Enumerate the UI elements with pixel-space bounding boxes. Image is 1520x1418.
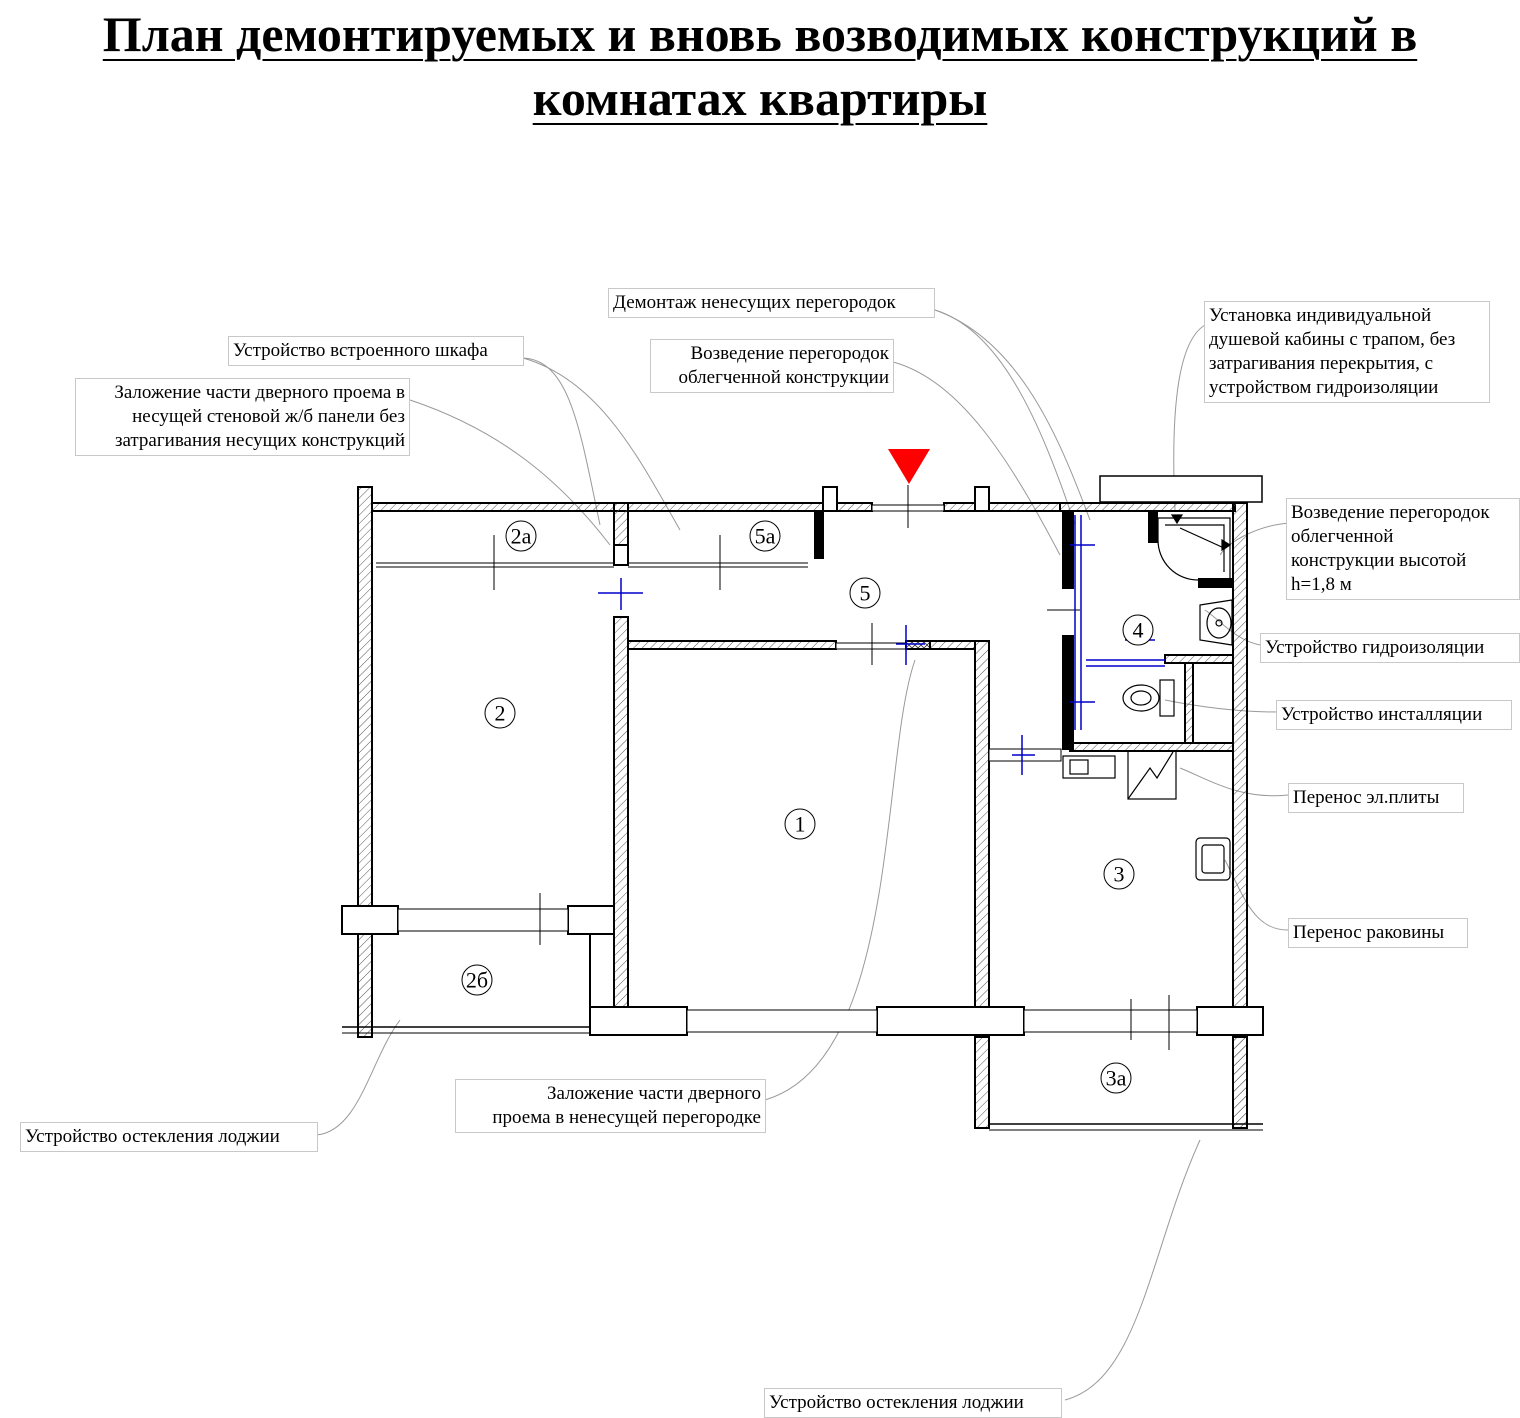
room-5a-label: 5а [755, 524, 776, 549]
demolished-partitions [376, 485, 1170, 1050]
callout-waterproofing: Устройство гидроизоляции [1260, 633, 1520, 663]
callout-door-opening-partition: Заложение части дверного проема в ненесу… [455, 1079, 766, 1133]
room-5-label: 5 [860, 581, 871, 606]
page-title: План демонтируемых и вновь возводимых ко… [0, 2, 1520, 130]
room-labels: 2а 5а 5 2 1 4 3 2б 3а [461, 520, 1154, 1094]
callout-loggia-glazing-bottom: Устройство остекления лоджии [764, 1388, 1062, 1418]
callout-built-in-wardrobe: Устройство встроенного шкафа [228, 336, 524, 366]
shower-cabin [1157, 514, 1232, 581]
room-2b-label: 2б [466, 968, 488, 993]
walls [341, 475, 1264, 1131]
callout-stove-relocation: Перенос эл.плиты [1288, 783, 1464, 813]
room-3-label: 3 [1114, 862, 1125, 887]
callout-door-opening-bearing-panel: Заложение части дверного проема в несуще… [75, 378, 410, 456]
toilet [1122, 679, 1175, 717]
room-4-label: 4 [1133, 618, 1144, 643]
callout-new-partitions-light: Возведение перегородок облегченной конст… [650, 339, 894, 393]
page-title-line-2: комнатах квартиры [532, 70, 988, 126]
callout-partitions-height-18: Возведение перегородок облегченной конст… [1286, 498, 1520, 600]
room-1-label: 1 [795, 812, 806, 837]
section-marker-triangle [888, 449, 930, 484]
page-title-line-1: План демонтируемых и вновь возводимых ко… [102, 6, 1418, 62]
new-partitions [613, 511, 1233, 750]
engineering-lines [598, 515, 1165, 775]
callout-demolition-partitions: Демонтаж ненесущих перегородок [608, 288, 935, 318]
callout-installation: Устройство инсталляции [1276, 700, 1512, 730]
electric-stove [1062, 750, 1177, 800]
room-2a-label: 2а [511, 524, 532, 549]
room-2-label: 2 [495, 701, 506, 726]
sink-kitchen [1195, 837, 1231, 881]
callout-loggia-glazing-left: Устройство остекления лоджии [20, 1122, 318, 1152]
callout-sink-relocation: Перенос раковины [1288, 918, 1468, 948]
leader-lines [316, 309, 1291, 1401]
callout-shower-cabin: Установка индивидуальной душевой кабины … [1204, 301, 1490, 403]
washbasin-bathroom [1199, 599, 1233, 646]
room-3a-label: 3а [1106, 1066, 1127, 1091]
